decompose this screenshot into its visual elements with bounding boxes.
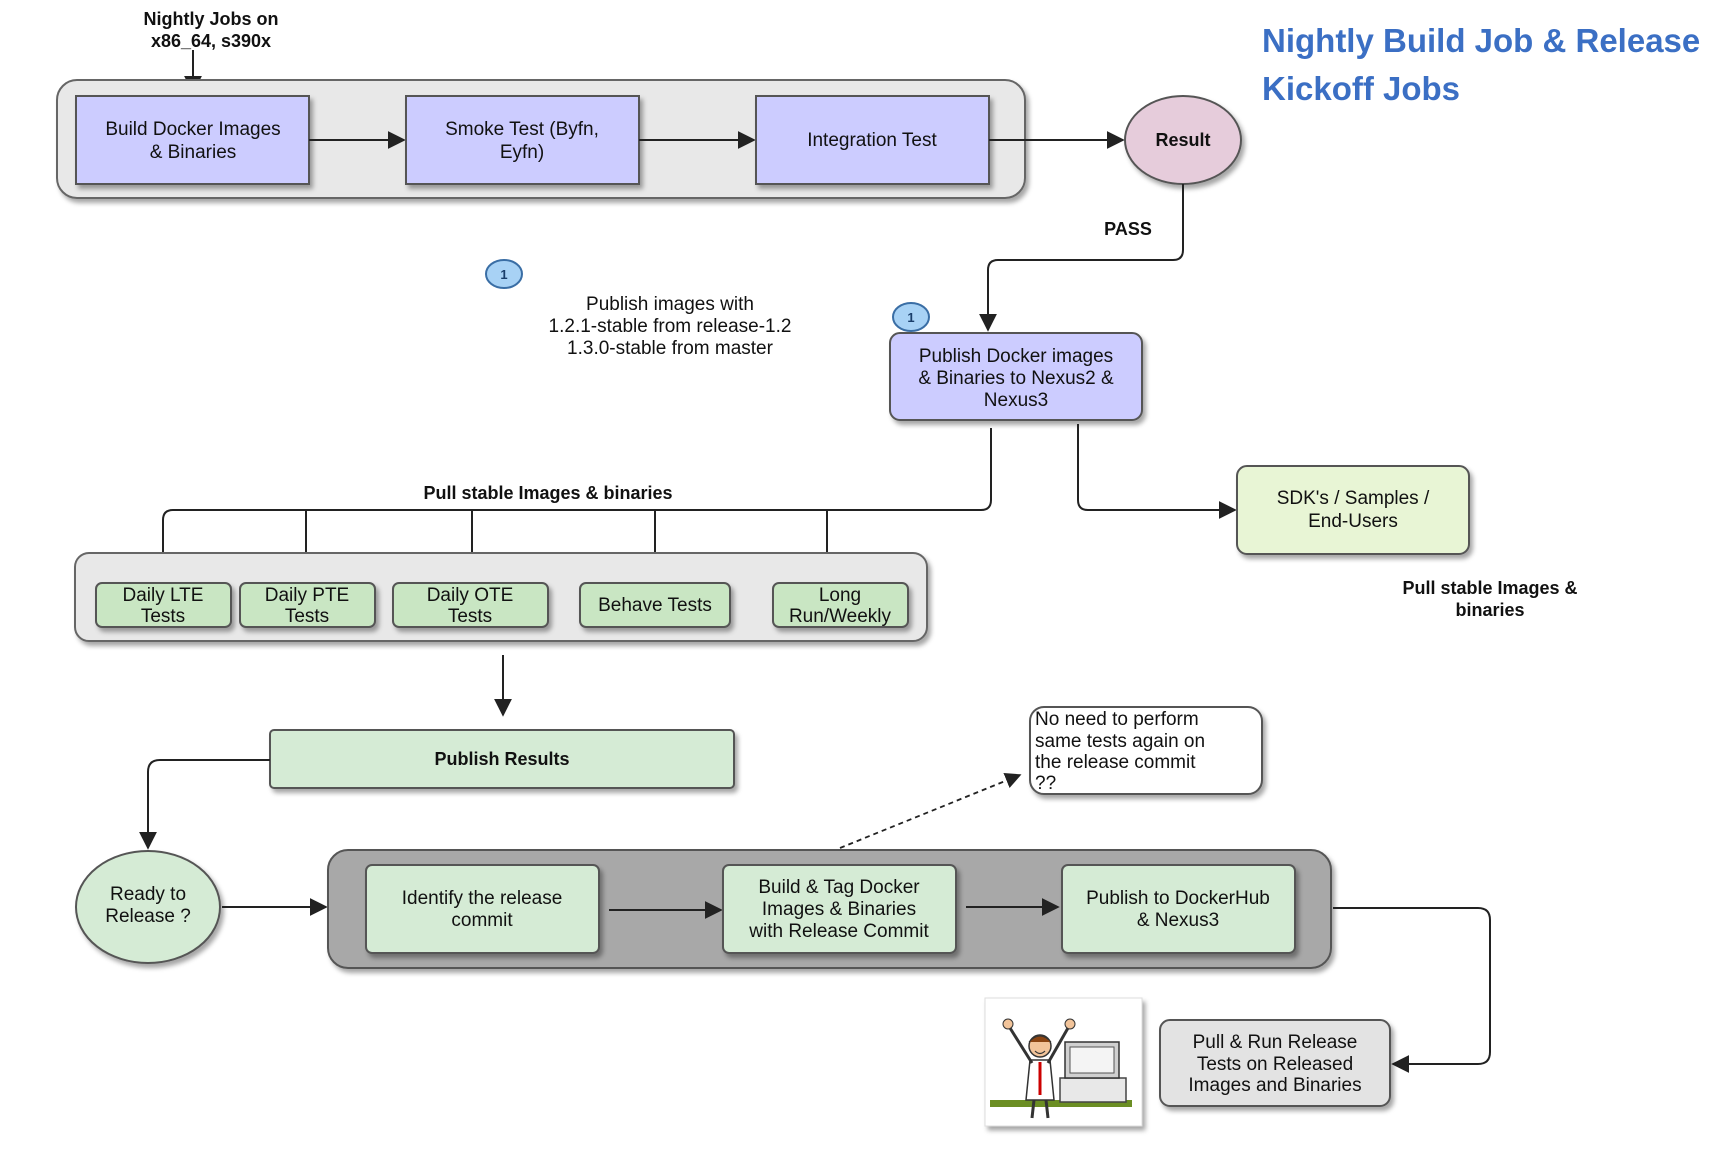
svg-text:x86_64, s390x: x86_64, s390x xyxy=(151,31,271,51)
pull-run-release-tests-node[interactable]: Pull & Run Release Tests on Released Ima… xyxy=(1159,1019,1391,1107)
svg-text:same tests again on: same tests again on xyxy=(1035,731,1205,752)
svg-text:& Nexus3: & Nexus3 xyxy=(1137,910,1219,931)
diagram-title-line1: Nightly Build Job & Release xyxy=(1262,22,1700,59)
pull-stable-right-label: Pull stable Images & binaries xyxy=(1402,578,1577,620)
nightly-jobs-label: Nightly Jobs on x86_64, s390x xyxy=(144,9,279,51)
svg-text:Long: Long xyxy=(819,585,861,606)
svg-text:Nightly Jobs on: Nightly Jobs on xyxy=(144,9,279,29)
svg-text:Smoke Test (Byfn,: Smoke Test (Byfn, xyxy=(445,119,599,140)
svg-text:Build & Tag Docker: Build & Tag Docker xyxy=(758,877,920,898)
daily-ote-tests-node[interactable]: Daily OTE Tests xyxy=(392,582,549,628)
svg-text:& Binaries to Nexus2 &: & Binaries to Nexus2 & xyxy=(918,368,1114,389)
svg-text:??: ?? xyxy=(1035,773,1056,794)
svg-text:Pull stable Images &: Pull stable Images & xyxy=(1402,578,1577,598)
pass-label: PASS xyxy=(1104,219,1152,239)
svg-text:Daily PTE: Daily PTE xyxy=(265,585,349,606)
svg-text:SDK's / Samples /: SDK's / Samples / xyxy=(1277,488,1430,509)
svg-text:Daily LTE: Daily LTE xyxy=(123,585,204,606)
build-tag-docker-node[interactable]: Build & Tag Docker Images & Binaries wit… xyxy=(722,864,957,954)
svg-text:End-Users: End-Users xyxy=(1308,511,1398,532)
svg-text:Publish Results: Publish Results xyxy=(434,749,569,769)
svg-text:Eyfn): Eyfn) xyxy=(500,142,544,163)
long-run-weekly-node[interactable]: Long Run/Weekly xyxy=(772,582,909,628)
publish-results-node[interactable]: Publish Results xyxy=(269,729,735,789)
svg-text:commit: commit xyxy=(451,910,513,931)
svg-text:Identify the release: Identify the release xyxy=(402,888,563,909)
svg-text:Tests on Released: Tests on Released xyxy=(1197,1054,1353,1075)
svg-text:the release commit: the release commit xyxy=(1035,752,1196,773)
svg-text:& Binaries: & Binaries xyxy=(150,142,237,163)
svg-text:1.2.1-stable from release-1.2: 1.2.1-stable from release-1.2 xyxy=(549,316,792,337)
svg-text:binaries: binaries xyxy=(1455,600,1524,620)
svg-text:Nexus3: Nexus3 xyxy=(984,390,1048,411)
publish-docker-images-node[interactable]: Publish Docker images & Binaries to Nexu… xyxy=(889,332,1143,421)
svg-text:Integration Test: Integration Test xyxy=(807,130,937,151)
daily-lte-tests-node[interactable]: Daily LTE Tests xyxy=(95,582,232,628)
identify-release-commit-node[interactable]: Identify the release commit xyxy=(365,864,600,954)
svg-text:Images and Binaries: Images and Binaries xyxy=(1188,1075,1361,1096)
ready-to-release-node[interactable]: Ready to Release ? xyxy=(75,850,221,964)
svg-text:Publish Docker images: Publish Docker images xyxy=(919,346,1113,367)
svg-text:Ready to: Ready to xyxy=(110,884,186,905)
svg-text:with Release Commit: with Release Commit xyxy=(748,921,929,942)
svg-text:Release ?: Release ? xyxy=(105,906,191,927)
integration-test-node[interactable]: Integration Test xyxy=(755,95,990,185)
svg-text:Images & Binaries: Images & Binaries xyxy=(762,899,916,920)
svg-text:1.3.0-stable from master: 1.3.0-stable from master xyxy=(567,338,774,359)
svg-text:Pull & Run Release: Pull & Run Release xyxy=(1193,1032,1358,1053)
diagram-title-line2: Kickoff Jobs xyxy=(1262,70,1460,107)
svg-text:1: 1 xyxy=(500,267,507,282)
svg-text:No need to perform: No need to perform xyxy=(1035,709,1199,730)
pull-stable-label: Pull stable Images & binaries xyxy=(423,483,672,503)
step-marker-1: 1 xyxy=(485,259,523,289)
svg-text:Behave Tests: Behave Tests xyxy=(598,595,712,616)
step-marker-1-publish: 1 xyxy=(892,302,930,332)
publish-images-note: Publish images with 1.2.1-stable from re… xyxy=(549,294,792,359)
svg-text:1: 1 xyxy=(907,310,914,325)
svg-text:Publish images with: Publish images with xyxy=(586,294,754,315)
svg-text:Tests: Tests xyxy=(141,606,185,627)
svg-text:Publish to DockerHub: Publish to DockerHub xyxy=(1086,888,1270,909)
svg-text:Tests: Tests xyxy=(448,606,492,627)
celebrating-person-illustration xyxy=(984,997,1143,1127)
behave-tests-node[interactable]: Behave Tests xyxy=(579,582,731,628)
build-docker-images-node[interactable]: Build Docker Images & Binaries xyxy=(75,95,310,185)
result-node[interactable]: Result xyxy=(1124,95,1242,185)
daily-pte-tests-node[interactable]: Daily PTE Tests xyxy=(239,582,376,628)
svg-text:Daily OTE: Daily OTE xyxy=(427,585,514,606)
no-need-note: No need to perform same tests again on t… xyxy=(1029,706,1263,795)
sdk-samples-endusers-node[interactable]: SDK's / Samples / End-Users xyxy=(1236,465,1470,555)
publish-dockerhub-node[interactable]: Publish to DockerHub & Nexus3 xyxy=(1061,864,1296,954)
svg-text:Build Docker Images: Build Docker Images xyxy=(105,119,280,140)
svg-text:Tests: Tests xyxy=(285,606,329,627)
smoke-test-node[interactable]: Smoke Test (Byfn, Eyfn) xyxy=(405,95,640,185)
svg-text:Run/Weekly: Run/Weekly xyxy=(789,606,892,627)
svg-text:Result: Result xyxy=(1155,130,1210,150)
